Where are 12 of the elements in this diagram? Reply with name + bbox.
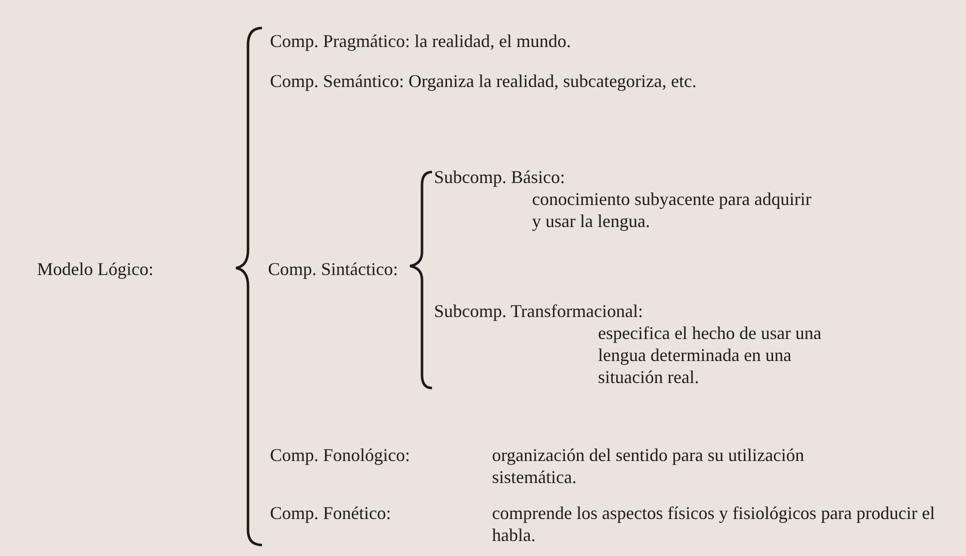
definition-text: especifica el hecho de usar una lengua determinada en una situación real. <box>598 322 822 388</box>
definition-text: conocimiento subyacente para adquirir y usar la lengua. <box>532 188 812 232</box>
definition-text: organización del sentido para su utilización sistemática. <box>492 444 806 488</box>
term-definition: Comp. Semántico: Organiza la realidad, subcategoriza, etc. <box>270 70 697 92</box>
definition-text: comprende los aspectos físicos y fisiológicos para producir el habla. <box>492 502 936 546</box>
term-heading: Comp. Sintáctico: <box>268 258 398 280</box>
root-term: Modelo Lógico: <box>37 258 154 280</box>
term-heading: Subcomp. Transformacional: <box>434 300 643 322</box>
term-heading: Comp. Fonético: <box>270 502 391 524</box>
term-heading: Subcomp. Básico: <box>434 166 565 188</box>
term-heading: Comp. Fonológico: <box>270 444 410 466</box>
term-definition: Comp. Pragmático: la realidad, el mundo. <box>270 30 571 52</box>
